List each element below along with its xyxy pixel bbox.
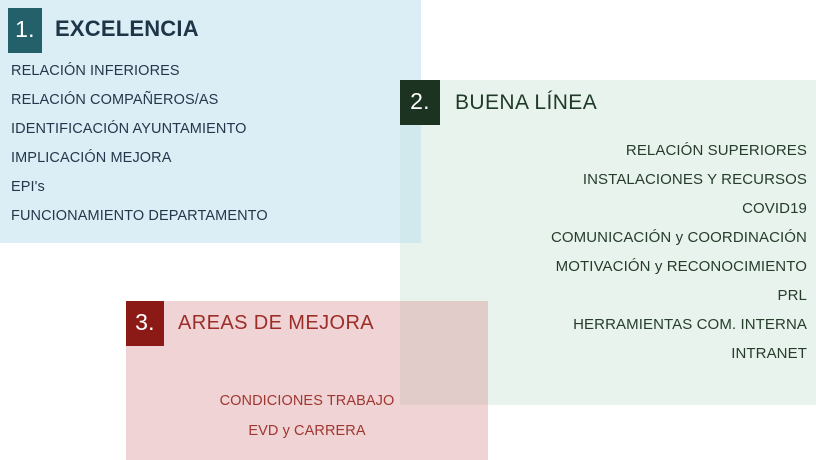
block-title-excelencia: EXCELENCIA	[55, 16, 199, 41]
block-number-badge-1: 1.	[8, 8, 42, 53]
block-number-badge-2: 2.	[400, 80, 440, 125]
list-item: INSTALACIONES Y RECURSOS	[582, 171, 807, 188]
list-item: HERRAMIENTAS COM. INTERNA	[573, 316, 807, 333]
panel-buena-linea	[400, 80, 816, 405]
list-item: RELACIÓN SUPERIORES	[625, 142, 807, 159]
block-title-buena-linea: BUENA LÍNEA	[455, 91, 598, 114]
list-item: IDENTIFICACIÓN AYUNTAMIENTO	[11, 121, 247, 137]
list-item: EVD y CARRERA	[248, 422, 366, 439]
list-item: MOTIVACIÓN y RECONOCIMIENTO	[555, 258, 807, 275]
item-list-excelencia: RELACIÓN INFERIORES RELACIÓN COMPAÑEROS/…	[11, 64, 268, 238]
list-item: EPI's	[11, 179, 45, 195]
list-item: RELACIÓN INFERIORES	[11, 63, 180, 79]
item-list-buena-linea: RELACIÓN SUPERIORES INSTALACIONES Y RECU…	[551, 143, 807, 375]
list-item: CONDICIONES TRABAJO	[219, 393, 395, 409]
panel-excelencia	[0, 0, 421, 243]
list-item: PRL	[777, 287, 807, 304]
list-item: RELACIÓN COMPAÑEROS/AS	[11, 92, 219, 108]
list-item: IMPLICACIÓN MEJORA	[11, 150, 172, 166]
list-item: COVID19	[742, 200, 807, 217]
panel-areas-mejora	[126, 301, 488, 460]
item-list-areas-mejora: CONDICIONES TRABAJO EVD y CARRERA	[126, 394, 488, 453]
block-number-badge-3: 3.	[126, 301, 164, 346]
block-title-areas-mejora: AREAS DE MEJORA	[178, 312, 375, 334]
list-item: COMUNICACIÓN y COORDINACIÓN	[550, 229, 807, 246]
list-item: INTRANET	[731, 345, 807, 362]
list-item: FUNCIONAMIENTO DEPARTAMENTO	[11, 208, 268, 224]
